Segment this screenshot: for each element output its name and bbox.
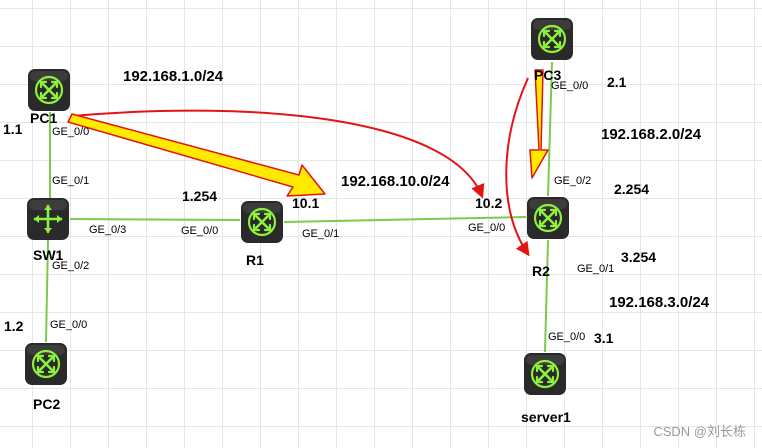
address-server1: 3.1 <box>594 330 614 346</box>
address-r2-g02: 2.254 <box>614 181 650 197</box>
address-r1-g00: 1.254 <box>182 188 218 204</box>
router-icon <box>24 342 68 386</box>
router-icon <box>530 17 574 61</box>
router-icon <box>523 352 567 396</box>
yellow-arrow-pc3-to-r2 <box>529 69 549 179</box>
address-pc3: 2.1 <box>607 74 627 90</box>
device-r1[interactable] <box>240 200 284 244</box>
port-label-server1-g00: GE_0/0 <box>548 331 586 343</box>
address-pc1: 1.1 <box>3 121 23 137</box>
device-name-server1: server1 <box>521 409 571 425</box>
device-name-r2: R2 <box>532 263 550 279</box>
port-label-sw1-g01: GE_0/1 <box>52 175 90 187</box>
port-label-sw1-g02: GE_0/2 <box>52 260 90 272</box>
device-pc3[interactable] <box>530 17 574 61</box>
link-r1-r2 <box>283 216 527 223</box>
watermark: CSDN @刘长栋 <box>653 424 746 439</box>
device-name-pc1: PC1 <box>30 110 58 126</box>
device-pc1[interactable] <box>27 68 71 112</box>
device-name-sw1: SW1 <box>33 247 64 263</box>
subnet-label-192-168-3: 192.168.3.0/24 <box>609 294 710 311</box>
red-arrow-pc3-to-r2 <box>505 77 530 257</box>
port-label-r1-g01: GE_0/1 <box>302 228 340 240</box>
device-pc2[interactable] <box>24 342 68 386</box>
port-label-pc1-g00: GE_0/0 <box>52 126 90 138</box>
address-r2-g01: 3.254 <box>621 249 657 265</box>
device-name-pc3: PC3 <box>534 67 562 83</box>
router-icon <box>27 68 71 112</box>
links <box>45 61 553 353</box>
subnet-label-192-168-10: 192.168.10.0/24 <box>341 173 450 190</box>
port-label-pc3-g00: GE_0/0 <box>551 80 589 92</box>
link-sw1-r1 <box>69 218 241 221</box>
address-r1-g01: 10.1 <box>292 195 320 211</box>
link-r2-server1 <box>544 239 549 353</box>
switch-icon <box>26 197 70 241</box>
link-sw1-pc2 <box>45 239 49 343</box>
traffic-arrows <box>67 69 549 257</box>
device-name-r1: R1 <box>246 252 264 268</box>
address-pc2: 1.2 <box>4 318 24 334</box>
subnet-label-192-168-2: 192.168.2.0/24 <box>601 126 702 143</box>
device-sw1[interactable] <box>26 197 70 241</box>
yellow-arrow-pc1-to-r1 <box>67 113 326 197</box>
red-arrow-pc1-to-r2 <box>71 109 485 199</box>
port-label-r2-g01: GE_0/1 <box>577 263 615 275</box>
subnet-label-192-168-1: 192.168.1.0/24 <box>123 68 224 85</box>
device-name-pc2: PC2 <box>33 396 61 412</box>
address-r2-g00: 10.2 <box>475 195 503 211</box>
port-label-pc2-g00: GE_0/0 <box>50 319 88 331</box>
port-label-r2-g02: GE_0/2 <box>554 175 592 187</box>
device-server1[interactable] <box>523 352 567 396</box>
port-label-sw1-g03: GE_0/3 <box>89 224 127 236</box>
port-label-r2-g00: GE_0/0 <box>468 222 506 234</box>
router-icon <box>240 200 284 244</box>
link-pc3-r2 <box>547 61 553 197</box>
router-icon <box>526 196 570 240</box>
port-label-r1-g00: GE_0/0 <box>181 225 219 237</box>
device-r2[interactable] <box>526 196 570 240</box>
